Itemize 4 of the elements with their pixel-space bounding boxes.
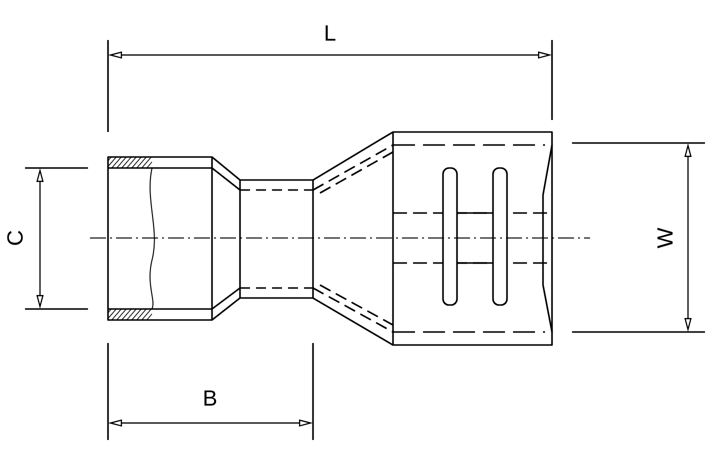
dimension-label: W — [657, 228, 673, 248]
dimension-label: L — [326, 25, 336, 41]
dimension-label: C — [7, 230, 23, 245]
dimension-label: B — [204, 390, 216, 406]
